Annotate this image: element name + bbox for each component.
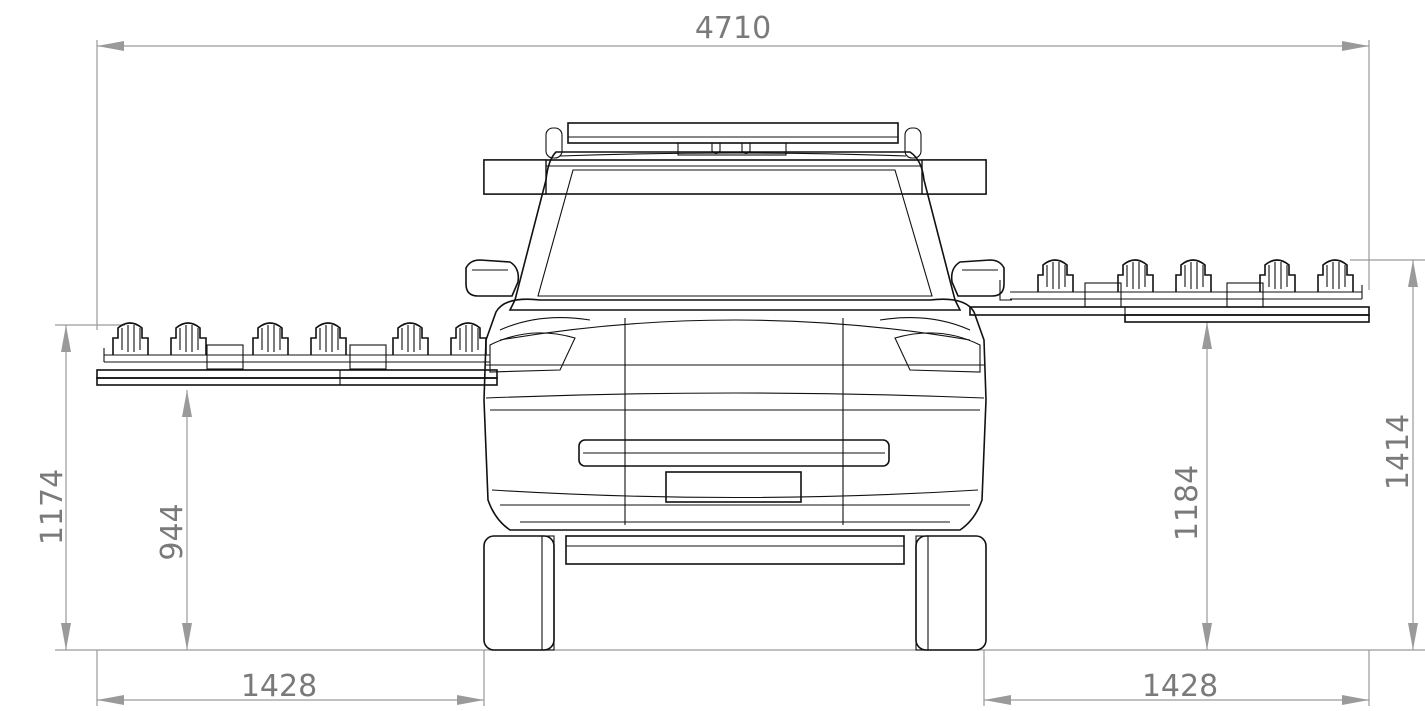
dimension-right-rail-bottom-height: 1184	[1170, 322, 1212, 650]
dimension-label-overall-width: 4710	[695, 11, 771, 46]
right-side-rail	[969, 259, 1370, 323]
vehicle-body	[465, 151, 1005, 651]
right-rail-bracket	[1117, 259, 1154, 292]
dimension-label-left-rail-bottom-height: 944	[155, 503, 190, 560]
dimension-label-left-rail-length: 1428	[241, 669, 317, 704]
roof-rack	[483, 122, 987, 195]
dimension-left-rail-length: 1428	[96, 650, 485, 706]
left-side-rail	[96, 322, 498, 386]
dimension-label-right-rail-length: 1428	[1142, 669, 1218, 704]
left-rail-bracket	[310, 322, 347, 355]
dimension-right-rail-height: 1414	[1350, 259, 1425, 650]
left-rail-bracket	[392, 322, 429, 355]
dimension-right-rail-length: 1428	[983, 650, 1370, 706]
dimension-overall-width: 4710	[96, 11, 1370, 330]
left-rail-bracket	[112, 322, 149, 355]
dimension-label-right-rail-bottom-height: 1184	[1170, 465, 1205, 541]
right-rail-bracket	[1317, 259, 1354, 292]
right-rail-bracket	[1037, 259, 1074, 292]
dimension-label-left-rail-height: 1174	[35, 469, 70, 545]
left-rail-bracket	[170, 322, 207, 355]
dimension-label-right-rail-height: 1414	[1381, 414, 1416, 490]
right-rail-bracket	[1175, 259, 1212, 292]
left-rail-bracket	[252, 322, 289, 355]
dimension-left-rail-height: 1174	[35, 324, 125, 650]
dimension-left-rail-bottom-height: 944	[155, 390, 192, 650]
left-rail-bracket	[450, 322, 487, 355]
right-rail-bracket	[1259, 259, 1296, 292]
